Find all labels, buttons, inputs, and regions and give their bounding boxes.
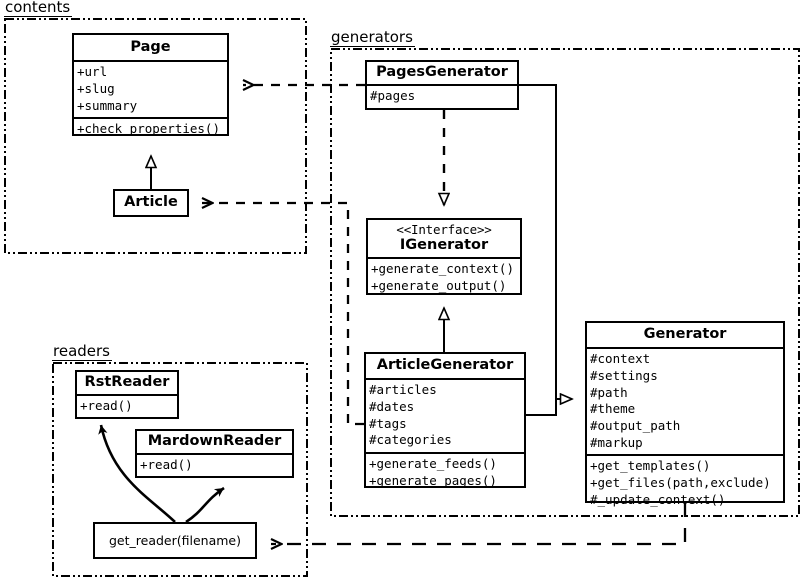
method-row: +get_templates()	[590, 458, 711, 474]
class-box-page[interactable]: Page +url +slug +summary +check_properti…	[72, 33, 229, 136]
class-box-rstreader[interactable]: RstReader +read()	[75, 370, 179, 419]
class-attributes-articlegenerator: #articles #dates #tags #categories	[366, 378, 524, 452]
method-row: +read()	[140, 457, 193, 473]
attribute-row: #output_path	[590, 417, 681, 433]
attribute-row: #categories	[369, 432, 452, 448]
method-row: #_update_context()	[590, 491, 726, 507]
class-name-rstreader: RstReader	[84, 374, 170, 390]
class-box-pagesgenerator[interactable]: PagesGenerator #pages	[365, 60, 519, 110]
class-methods-rstreader: +read()	[77, 394, 177, 418]
attribute-row: +slug	[77, 80, 115, 96]
class-name-mardownreader: MardownReader	[147, 433, 282, 449]
class-methods-igenerator: +generate_context() +generate_output()	[368, 257, 520, 297]
function-box-get-reader[interactable]: get_reader(filename)	[93, 522, 257, 559]
class-methods-page: +check_properties()	[74, 117, 227, 141]
attribute-row: #markup	[590, 434, 643, 450]
class-name-generator: Generator	[643, 326, 727, 342]
stereotype-interface: <<Interface>>	[396, 222, 492, 237]
attribute-row: #articles	[369, 382, 437, 398]
edge-articlegenerator-to-article	[202, 203, 364, 426]
method-row: +generate_context()	[371, 261, 514, 277]
class-attributes-page: +url +slug +summary	[74, 60, 227, 117]
class-attributes-generator: #context #settings #path #theme #output_…	[587, 347, 783, 454]
class-name-article: Article	[124, 194, 178, 210]
edge-get-reader-to-mardownreader	[185, 486, 225, 524]
edge-pagesgenerator-to-generator	[519, 84, 567, 400]
class-name-articlegenerator: ArticleGenerator	[376, 357, 514, 373]
attribute-row: #tags	[369, 415, 407, 431]
class-methods-articlegenerator: +generate_feeds() +generate_pages()	[366, 451, 524, 492]
class-name-igenerator: <<Interface>> IGenerator	[368, 220, 520, 257]
method-row: +get_files(path,exclude)	[590, 475, 771, 491]
attribute-row: #path	[590, 384, 628, 400]
attribute-row: #pages	[370, 88, 416, 104]
attribute-row: #settings	[590, 367, 658, 383]
class-box-mardownreader[interactable]: MardownReader +read()	[135, 429, 294, 478]
attribute-row: #context	[590, 351, 651, 367]
method-row: +check_properties()	[77, 121, 220, 137]
attribute-row: +summary	[77, 97, 138, 113]
class-box-igenerator[interactable]: <<Interface>> IGenerator +generate_conte…	[366, 218, 522, 295]
method-row: +read()	[80, 398, 133, 414]
method-row: +generate_output()	[371, 277, 507, 293]
class-methods-mardownreader: +read()	[137, 453, 292, 477]
method-row: +generate_pages()	[369, 472, 497, 488]
class-name-text: IGenerator	[399, 237, 489, 253]
class-attributes-pagesgenerator: #pages	[367, 84, 517, 108]
class-name-pagesgenerator: PagesGenerator	[376, 64, 508, 80]
class-box-articlegenerator[interactable]: ArticleGenerator #articles #dates #tags …	[364, 352, 526, 488]
package-label-generators: generators	[330, 28, 415, 47]
attribute-row: #theme	[590, 401, 636, 417]
class-box-generator[interactable]: Generator #context #settings #path #them…	[585, 321, 785, 507]
package-label-readers: readers	[52, 342, 112, 361]
package-label-contents: contents	[4, 0, 73, 17]
class-name-page: Page	[130, 39, 171, 55]
attribute-row: #dates	[369, 398, 415, 414]
class-methods-generator: +get_templates() +get_files(path,exclude…	[587, 454, 783, 511]
class-box-article[interactable]: Article	[113, 189, 189, 217]
edge-articlegenerator-to-generator	[526, 399, 557, 416]
method-row: +generate_feeds()	[369, 455, 497, 471]
attribute-row: +url	[77, 64, 108, 80]
